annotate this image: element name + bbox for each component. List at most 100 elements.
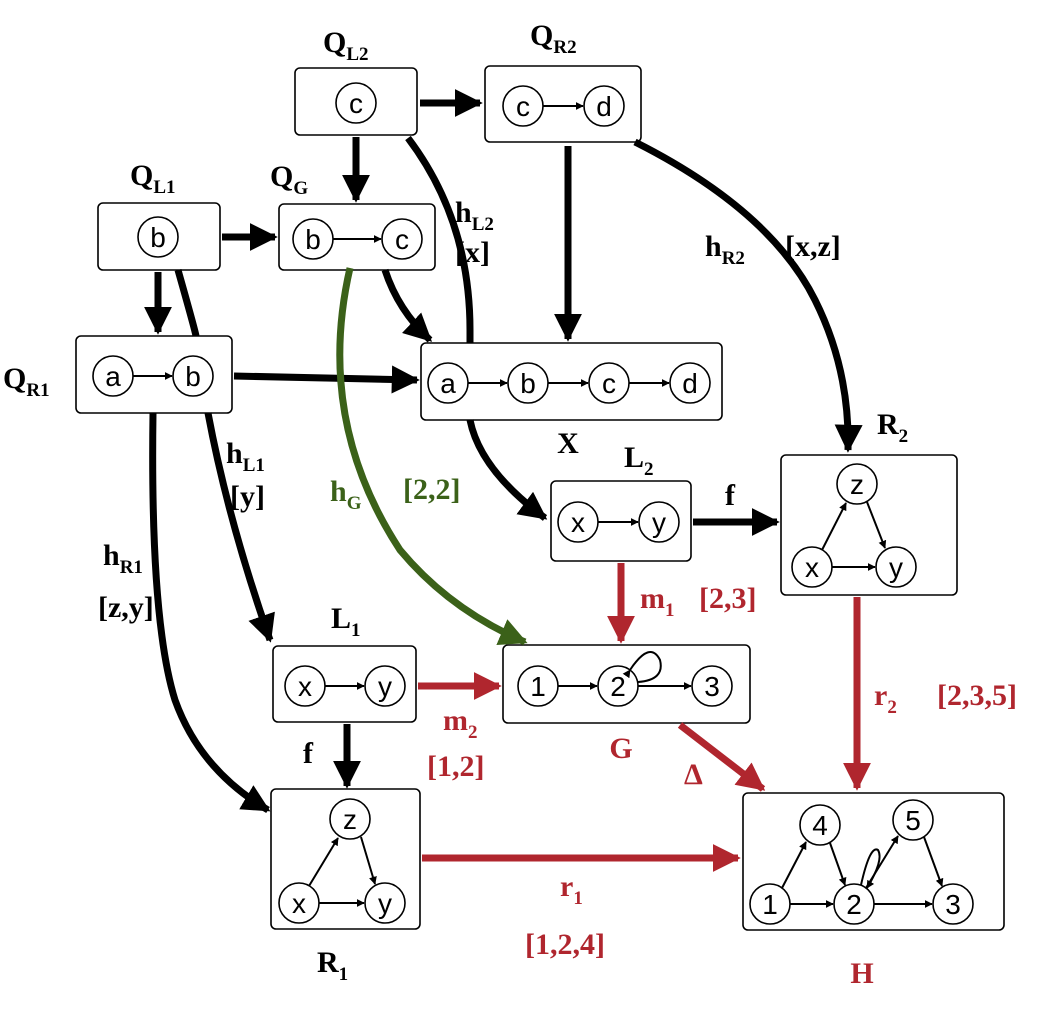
box-L2-content: x y <box>557 501 680 543</box>
box-QG-content: b c <box>292 218 423 260</box>
svg-text:4: 4 <box>812 810 828 841</box>
black-arrows <box>144 89 863 814</box>
svg-text:b: b <box>520 368 536 399</box>
label-r1-vector: [1,2,4] <box>525 928 605 961</box>
svg-text:d: d <box>682 368 698 399</box>
node-QR1-b <box>172 355 214 397</box>
svg-text:3: 3 <box>704 671 720 702</box>
arrow-hG <box>336 267 528 646</box>
node-QL1-b <box>137 216 179 258</box>
arrow-QG-X <box>381 268 433 343</box>
node-QR2-d <box>583 85 625 127</box>
edge-H-2-loop <box>860 848 881 889</box>
edge-R1-z-y <box>360 836 377 885</box>
box-X <box>420 342 723 421</box>
title-QG: QG <box>270 160 308 199</box>
node-X-d <box>669 362 711 404</box>
label-hR2: hR2 <box>705 230 745 269</box>
edge-R2-z-y <box>866 501 887 549</box>
title-X: X <box>557 427 579 460</box>
arrow-hL2 <box>405 135 545 518</box>
title-H: H <box>850 957 873 990</box>
label-f-top: f <box>725 479 736 512</box>
title-L2: L2 <box>624 441 654 480</box>
node-H-4 <box>799 804 841 846</box>
svg-text:2: 2 <box>610 671 626 702</box>
svg-text:c: c <box>602 368 616 399</box>
label-hG-vector: [2,2] <box>403 473 460 506</box>
arrow-delta <box>677 722 766 792</box>
svg-text:y: y <box>889 552 903 583</box>
svg-text:x: x <box>805 552 819 583</box>
box-H-content: 4 5 1 2 3 <box>749 799 974 925</box>
title-G: G <box>609 732 632 765</box>
edge-H-1-4 <box>781 841 807 889</box>
arrow-hR1 <box>149 412 271 814</box>
svg-text:x: x <box>571 507 585 538</box>
title-R1: R1 <box>317 946 348 985</box>
node-L1-y <box>364 665 406 707</box>
svg-text:3: 3 <box>945 889 961 920</box>
node-QL2-c-label: c <box>349 88 363 119</box>
label-hR2-vector: [x,z] <box>785 230 841 263</box>
title-R2: R2 <box>877 408 908 447</box>
label-delta: Δ <box>684 758 703 791</box>
label-hL1-vector: [y] <box>230 480 265 513</box>
svg-text:a: a <box>440 368 456 399</box>
title-QL2: QL2 <box>323 26 369 65</box>
label-m1: m1 <box>640 582 675 621</box>
edge-H-5-3 <box>923 836 944 887</box>
box-R1-content: z x y <box>278 798 406 924</box>
edge-H-4-2 <box>829 842 847 886</box>
node-R2-z <box>836 463 878 505</box>
edge-R1-x-z <box>308 837 339 887</box>
svg-text:z: z <box>343 804 357 835</box>
svg-text:c: c <box>395 224 409 255</box>
node-R1-z <box>329 798 371 840</box>
label-m2-vector: [1,2] <box>427 750 484 783</box>
label-r2: r2 <box>874 679 897 718</box>
label-r2-vector: [2,3,5] <box>937 679 1017 712</box>
svg-text:x: x <box>298 671 312 702</box>
box-QR1-content: a b <box>92 355 214 397</box>
box-QL1-content: b <box>137 216 179 258</box>
edge-G-2-loop <box>622 651 662 683</box>
node-H-5 <box>892 799 934 841</box>
label-m1-vector: [2,3] <box>699 582 756 615</box>
svg-text:5: 5 <box>905 805 921 836</box>
arrow-hL1 <box>174 269 270 640</box>
svg-text:y: y <box>378 888 392 919</box>
label-m2: m2 <box>443 704 478 743</box>
label-hG: hG <box>330 475 362 514</box>
title-QR2: QR2 <box>530 19 577 58</box>
node-QG-c <box>381 218 423 260</box>
arrow-QR1-X <box>233 365 420 394</box>
label-hL2: hL2 <box>455 196 494 235</box>
node-L2-y <box>638 501 680 543</box>
red-arrows <box>418 563 871 872</box>
svg-text:1: 1 <box>530 671 546 702</box>
svg-text:1: 1 <box>762 889 778 920</box>
label-hR1: hR1 <box>103 539 143 578</box>
box-QR2-content: c d <box>502 85 625 127</box>
svg-text:z: z <box>850 469 864 500</box>
node-R2-y <box>875 546 917 588</box>
node-G-3 <box>691 665 733 707</box>
svg-text:y: y <box>652 507 666 538</box>
title-L1: L1 <box>331 602 361 641</box>
node-H-3 <box>932 883 974 925</box>
box-L1-content: x y <box>284 665 406 707</box>
svg-text:x: x <box>292 888 306 919</box>
box-G-content: 1 2 3 <box>517 651 733 707</box>
box-X-content: a b c d <box>427 362 711 404</box>
title-QL1: QL1 <box>130 159 176 198</box>
node-QL2-c <box>335 82 377 124</box>
svg-text:c: c <box>516 91 530 122</box>
node-R1-y <box>364 882 406 924</box>
svg-text:2: 2 <box>846 889 862 920</box>
label-hR1-vector: [z,y] <box>98 591 154 624</box>
box-R2-content: z x y <box>791 463 917 588</box>
label-hL2-vector: [x] <box>455 236 490 269</box>
label-r1: r1 <box>560 870 583 909</box>
